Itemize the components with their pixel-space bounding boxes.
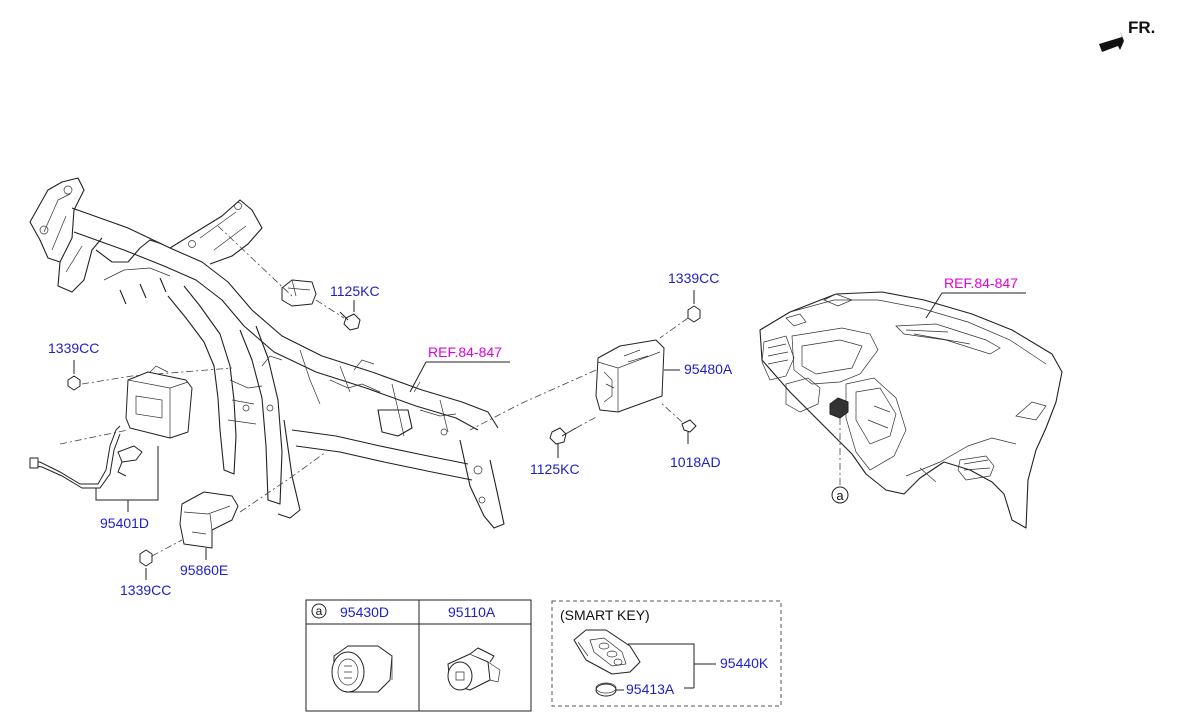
detail-table-marker-circle <box>311 603 327 619</box>
start-switch-icon <box>331 645 393 693</box>
bolt-icon <box>549 427 577 445</box>
front-label: FR. <box>1128 18 1155 37</box>
dashboard-panel <box>759 291 1063 529</box>
detail-table-marker: a <box>316 604 323 618</box>
part-number-95413a: 95413A <box>626 681 675 697</box>
part-number-95440k: 95440K <box>720 655 769 671</box>
part-number-1125kc-upper: 1125KC <box>330 283 380 299</box>
cowl-cross-bar <box>29 177 505 529</box>
front-arrow-icon <box>1099 31 1124 52</box>
control-module <box>125 365 193 439</box>
part-number-95401d: 95401D <box>100 515 149 531</box>
screw-icon <box>681 419 697 444</box>
part-number-1018ad: 1018AD <box>670 454 721 470</box>
detail-table <box>305 599 532 712</box>
module-95480a <box>595 339 665 413</box>
battery-icon <box>595 682 617 697</box>
detail-marker-label: a <box>836 488 844 503</box>
nut-icon <box>139 549 153 567</box>
part-number-95860e: 95860E <box>180 562 228 578</box>
smart-key-fob-icon <box>573 629 641 675</box>
part-number-95430d: 95430D <box>340 604 389 620</box>
ref-label-mid: REF.84-847 <box>428 344 502 360</box>
detail-marker-circle <box>831 486 849 504</box>
part-number-1339cc-left: 1339CC <box>48 340 99 356</box>
key-cylinder-icon <box>447 647 501 691</box>
bolt-icon <box>339 311 361 331</box>
relay-block <box>281 279 317 307</box>
nut-icon <box>687 305 701 323</box>
ref-label-right: REF.84-847 <box>944 275 1018 291</box>
part-number-95480a: 95480A <box>684 361 733 377</box>
part-number-1125kc-lower: 1125KC <box>530 461 580 477</box>
start-button-location <box>829 397 849 419</box>
part-number-95110a: 95110A <box>448 604 496 620</box>
smart-key-box <box>551 600 782 707</box>
antenna-cable <box>29 425 143 489</box>
part-number-1339cc-bottom: 1339CC <box>120 582 171 598</box>
module-95860e <box>179 491 239 549</box>
nut-icon <box>67 375 81 391</box>
part-number-1339cc-top: 1339CC <box>668 270 719 286</box>
smart-key-title: (SMART KEY) <box>560 607 650 623</box>
